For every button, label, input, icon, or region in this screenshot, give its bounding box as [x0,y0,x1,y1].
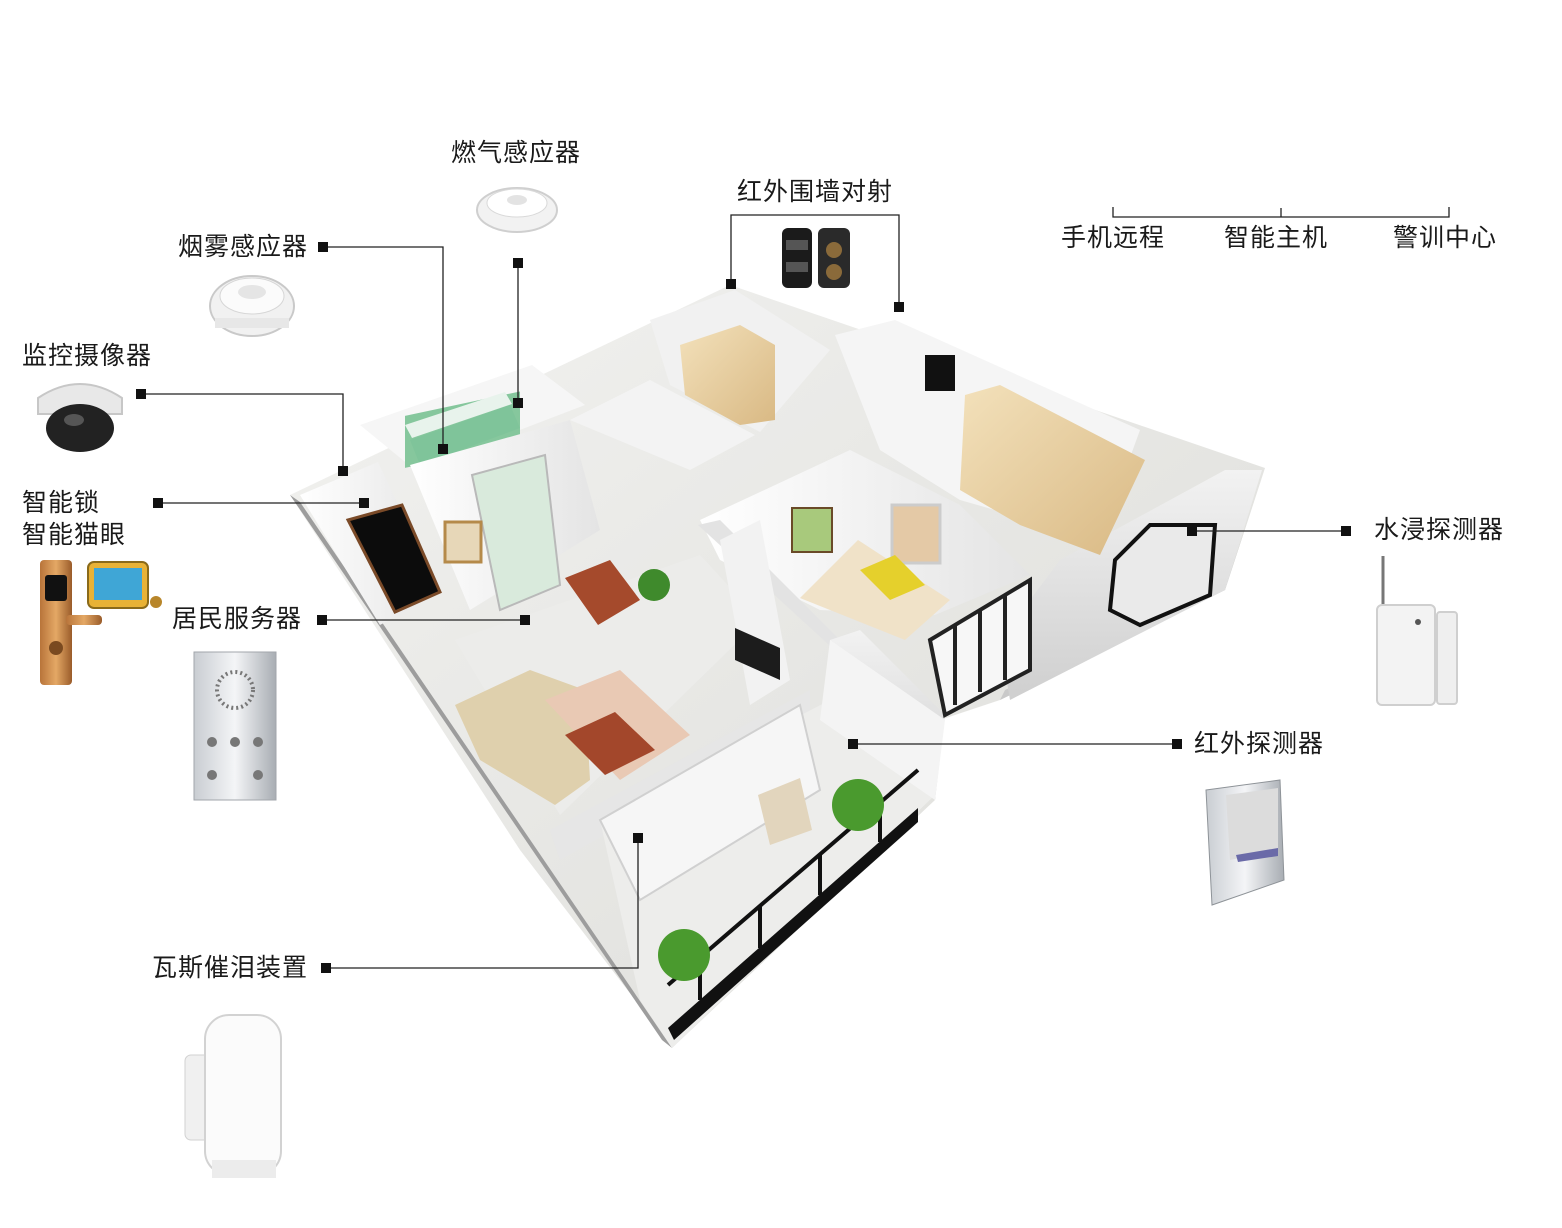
bed-pillows [860,555,925,600]
infrared-beam-icon [782,228,850,288]
tv-panel [925,355,955,391]
tv [735,628,780,680]
smart-lock-icon [40,560,102,685]
point-smoke-room [438,444,448,454]
right-bedroom-wardrobe [960,385,1145,555]
smoke-detector-icon [209,275,295,337]
point-tear-label [321,963,331,973]
wall-painting-2 [791,507,833,553]
point-server-label [317,615,327,625]
tear-gas-device-icon [184,1014,282,1178]
point-fence-right [894,302,904,312]
kitchen-cabinets-green [410,405,520,465]
label-water-detector: 水浸探测器 [1374,515,1505,544]
hierarchy-mobile-remote: 手机远程 [1061,223,1166,252]
inner-bedroom-wall [700,450,1030,615]
exterior-wall-left [290,495,672,1048]
label-lock-group: 智能锁 智能猫眼 [22,487,126,551]
point-pir-room [848,739,858,749]
hierarchy-smart-host: 智能主机 [1224,223,1329,252]
entrance-door [345,503,442,614]
bathroom-room [570,380,755,470]
point-pir-label [1172,739,1182,749]
balcony-window [598,703,822,902]
kitchen-counter [405,392,512,438]
plant-balcony-2 [832,779,884,831]
wall-painting-3 [890,503,942,565]
label-infrared-detector: 红外探测器 [1194,729,1325,758]
label-smoke-sensor: 烟雾感应器 [178,232,309,261]
right-exterior-window [1107,523,1218,628]
leader-smoke-sensor [323,246,444,449]
peephole-monitor-icon [87,561,162,609]
label-infrared-fence: 红外围墙对射 [737,177,894,206]
point-gas-room [513,398,523,408]
water-sensor-icon [1376,556,1458,706]
wall-painting-1 [443,520,483,564]
point-gas-label [513,258,523,268]
balcony-side-wall [820,640,945,800]
leader-camera [141,393,344,471]
point-server-room [520,615,530,625]
pir-sensor-icon [1205,779,1285,906]
coffee-table [565,712,655,775]
plant-balcony-1 [658,929,710,981]
point-smoke-label [318,242,328,252]
balcony-railing [668,808,918,1040]
leader-points [136,242,1351,973]
point-lock-label [153,498,163,508]
bed [800,540,950,640]
window-living [470,453,562,612]
hierarchy-alarm-center: 警训中心 [1393,223,1498,252]
plant-dining [638,569,670,601]
point-lock-room [359,498,369,508]
point-tear-room [633,833,643,843]
leader-infrared-fence [730,214,900,307]
dome-camera-icon [37,383,123,452]
balcony-chair [758,778,812,845]
label-gas-tear-device: 瓦斯催泪装置 [152,953,309,982]
label-resident-server: 居民服务器 [172,604,303,633]
point-water-label [1341,526,1351,536]
label-smart-lock: 智能锁 [22,488,101,517]
leader-gas-tear [326,838,639,969]
label-smart-peephole: 智能猫眼 [22,520,127,549]
leader-lines [141,207,1450,969]
point-water-room [1187,526,1197,536]
point-fence-left [726,279,736,289]
wardrobe-wood [680,325,775,425]
intercom-panel-icon [193,651,277,801]
gas-sensor-icon [476,187,558,233]
point-camera-room [338,466,348,476]
label-camera: 监控摄像器 [22,341,153,370]
label-gas-sensor: 燃气感应器 [451,138,582,167]
dining-table [565,560,640,625]
point-camera-label [136,389,146,399]
